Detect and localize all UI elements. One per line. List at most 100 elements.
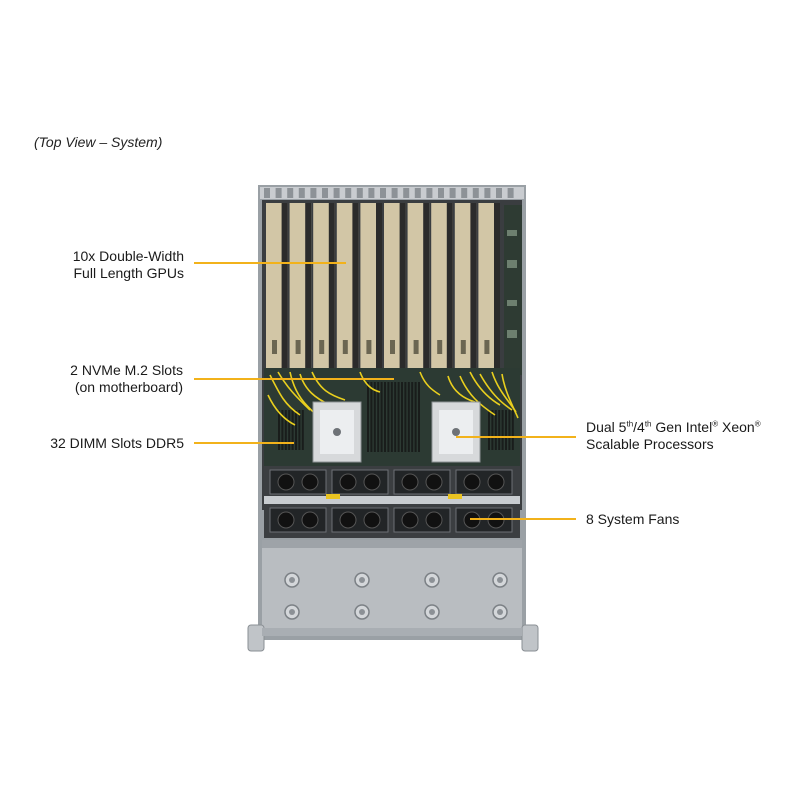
gpu-logo bbox=[390, 340, 395, 354]
gpu-logo bbox=[295, 340, 301, 354]
bracket-tooth bbox=[310, 188, 317, 198]
view-caption: (Top View – System) bbox=[34, 134, 163, 150]
callout-line-nvme bbox=[194, 378, 394, 380]
screw-center bbox=[289, 577, 295, 583]
label-fans: 8 System Fans bbox=[586, 511, 680, 527]
bracket-tooth bbox=[391, 188, 398, 198]
system-fans bbox=[269, 469, 513, 533]
gpu-logo bbox=[366, 340, 372, 354]
label-gpus: 10x Double-Width Full Length GPUs bbox=[56, 248, 184, 282]
bracket-tooth bbox=[264, 188, 270, 198]
screw-center bbox=[359, 577, 365, 583]
fan-latch bbox=[326, 494, 340, 499]
dimm-slot bbox=[411, 382, 414, 452]
label-nvme-line1: 2 NVMe M.2 Slots bbox=[70, 362, 183, 378]
fan-rotor bbox=[401, 473, 419, 491]
bracket-tooth bbox=[403, 188, 410, 198]
dimm-slot bbox=[373, 382, 376, 452]
label-gpus-line2: Full Length GPUs bbox=[73, 265, 185, 281]
dimm-slot bbox=[494, 410, 497, 450]
bracket-tooth bbox=[449, 188, 456, 198]
dimm-slot bbox=[414, 382, 417, 452]
dimm-slot bbox=[284, 410, 287, 450]
fan-rotor bbox=[363, 473, 381, 491]
label-nvme-line2: (on motherboard) bbox=[74, 379, 183, 395]
screw-center bbox=[429, 609, 435, 615]
gpu-logo bbox=[484, 340, 490, 354]
label-dimm: 32 DIMM Slots DDR5 bbox=[50, 435, 184, 451]
gpu-cards bbox=[266, 203, 500, 368]
dimm-slot bbox=[401, 382, 403, 452]
bracket-tooth bbox=[380, 188, 386, 198]
callout-line-gpus bbox=[194, 262, 346, 264]
callout-line-dimm bbox=[194, 442, 294, 444]
screw-center bbox=[429, 577, 435, 583]
label-nvme: 2 NVMe M.2 Slots (on motherboard) bbox=[40, 362, 183, 396]
dimm-slot bbox=[377, 382, 380, 452]
bracket-tooth bbox=[322, 188, 328, 198]
screw-center bbox=[497, 609, 503, 615]
fan-rotor bbox=[339, 511, 357, 529]
gpu-card-edge bbox=[281, 203, 288, 368]
bracket-tooth bbox=[287, 188, 294, 198]
gpu-card-edge bbox=[328, 203, 335, 368]
dimm-slot bbox=[281, 410, 284, 450]
bracket-tooth bbox=[275, 188, 282, 198]
gpu-card-edge bbox=[423, 203, 430, 368]
fan-rotor bbox=[363, 511, 381, 529]
label-gpus-line1: 10x Double-Width bbox=[72, 248, 184, 264]
dimm-slot bbox=[511, 410, 514, 450]
fan-rotor bbox=[401, 511, 419, 529]
fan-rotor bbox=[339, 473, 357, 491]
gpu-logo bbox=[437, 340, 443, 354]
bracket-tooth bbox=[484, 188, 491, 198]
bracket-tooth bbox=[426, 188, 433, 198]
fan-rotor bbox=[463, 473, 481, 491]
fan-rotor bbox=[277, 511, 295, 529]
bracket-tooth bbox=[333, 188, 340, 198]
gpu-card-edge bbox=[352, 203, 359, 368]
bracket-tooth bbox=[472, 188, 479, 198]
dimm-slot bbox=[370, 382, 373, 452]
right-handle bbox=[521, 624, 539, 652]
dimm-slot bbox=[418, 382, 420, 452]
dimm-slot bbox=[498, 410, 501, 450]
gpu-card-edge bbox=[494, 203, 500, 368]
left-handle bbox=[247, 624, 265, 652]
gpu-logo bbox=[460, 340, 466, 354]
dimm-slot bbox=[291, 410, 294, 450]
fan-rotor bbox=[301, 511, 319, 529]
gpu-logo bbox=[319, 340, 325, 354]
gpu-card-edge bbox=[399, 203, 406, 368]
dimm-slot bbox=[298, 410, 301, 450]
dimm-slots bbox=[278, 382, 514, 452]
bracket-tooth bbox=[414, 188, 421, 198]
bracket-tooth bbox=[496, 188, 502, 198]
bracket-tooth bbox=[368, 188, 375, 198]
dimm-slot bbox=[404, 382, 407, 452]
screw-center bbox=[359, 609, 365, 615]
fan-rotor bbox=[301, 473, 319, 491]
dimm-slot bbox=[505, 410, 507, 450]
screw-center bbox=[289, 609, 295, 615]
rear-bracket-row bbox=[264, 188, 514, 198]
front-drive-bay bbox=[262, 540, 522, 630]
dimm-slot bbox=[488, 410, 490, 450]
screw-center bbox=[497, 577, 503, 583]
heatsink-icon bbox=[312, 401, 362, 463]
gpu-card-edge bbox=[446, 203, 453, 368]
gpu-card-edge bbox=[305, 203, 312, 368]
label-cpu: Dual 5th/4th Gen Intel® Xeon® Scalable P… bbox=[586, 419, 786, 453]
dimm-slot bbox=[501, 410, 504, 450]
callout-line-fans bbox=[470, 518, 576, 520]
callout-line-cpu bbox=[456, 436, 576, 438]
dimm-slot bbox=[508, 410, 511, 450]
gpu-card-edge bbox=[376, 203, 382, 368]
dimm-slot bbox=[387, 382, 390, 452]
dimm-slot bbox=[394, 382, 397, 452]
fan-rotor bbox=[277, 473, 295, 491]
bracket-tooth bbox=[461, 188, 468, 198]
bracket-tooth bbox=[298, 188, 305, 198]
fan-rotor bbox=[487, 473, 505, 491]
